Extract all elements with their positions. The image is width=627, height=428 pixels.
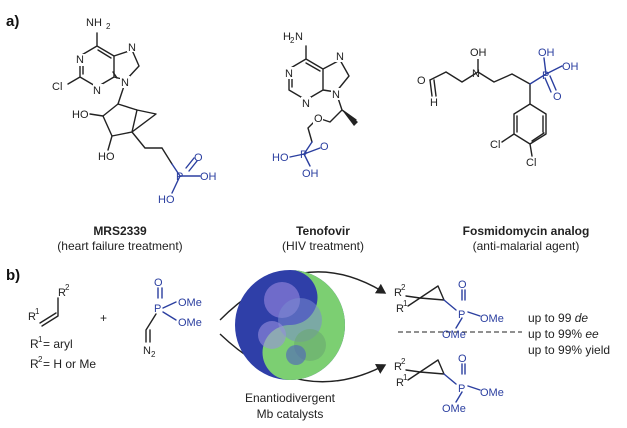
svg-text:N: N: [285, 68, 293, 80]
structure-tenofovir: H 2 N N N N N O P O HO OH: [272, 29, 358, 180]
svg-text:R: R: [28, 311, 36, 323]
structure-fosmidomycin-analog: OH N O H P OH OH O Cl Cl: [417, 47, 579, 169]
svg-text:OMe: OMe: [178, 297, 202, 309]
svg-text:N: N: [143, 345, 151, 357]
svg-text:O: O: [320, 141, 329, 153]
svg-text:P: P: [458, 383, 465, 395]
enzyme-yin-yang: [235, 270, 345, 380]
svg-text:2: 2: [401, 283, 406, 292]
svg-text:OMe: OMe: [178, 317, 202, 329]
result-yield: up to 99% yield: [528, 343, 610, 357]
compound-desc-fosmidomycin: (anti-malarial agent): [473, 239, 580, 253]
svg-text:R: R: [396, 303, 404, 315]
svg-text:HO: HO: [272, 152, 289, 164]
svg-text:Cl: Cl: [490, 139, 500, 151]
r2-definition: R: [30, 357, 39, 371]
svg-text:R: R: [394, 287, 402, 299]
svg-text:N: N: [332, 89, 340, 101]
svg-text:OMe: OMe: [442, 403, 466, 415]
svg-text:N: N: [121, 77, 129, 89]
r1-definition: R: [30, 337, 39, 351]
svg-text:HO: HO: [98, 151, 115, 163]
svg-text:N: N: [93, 85, 101, 97]
svg-text:2: 2: [290, 36, 295, 45]
svg-text:1: 1: [38, 335, 43, 344]
svg-text:1: 1: [403, 299, 408, 308]
svg-text:= H or Me: = H or Me: [43, 357, 96, 371]
svg-text:Cl: Cl: [526, 157, 536, 169]
svg-text:2: 2: [38, 355, 43, 364]
arrow-bottom: [219, 333, 387, 383]
svg-text:P: P: [176, 171, 183, 183]
svg-text:2: 2: [106, 22, 111, 31]
svg-text:H: H: [430, 97, 438, 109]
structure-product-2: R 2 R 1 P O OMe OMe: [394, 353, 504, 415]
svg-text:2: 2: [151, 350, 156, 359]
svg-text:1: 1: [35, 307, 40, 316]
svg-text:R: R: [58, 287, 66, 299]
svg-text:O: O: [553, 91, 562, 103]
svg-text:OH: OH: [470, 47, 487, 59]
structure-alkene: R 2 R 1: [28, 283, 70, 327]
svg-text:2: 2: [401, 357, 406, 366]
svg-text:O: O: [154, 277, 163, 289]
svg-text:P: P: [300, 149, 307, 161]
panel-a-label: a): [6, 13, 19, 30]
svg-text:N: N: [295, 31, 303, 43]
compound-desc-tenofovir: (HIV treatment): [282, 239, 364, 253]
atom-nh2: NH: [86, 17, 102, 29]
svg-text:O: O: [314, 113, 323, 125]
svg-text:2: 2: [65, 283, 70, 292]
svg-text:N: N: [302, 98, 310, 110]
svg-text:O: O: [458, 279, 467, 291]
compound-name-mrs2339: MRS2339: [93, 224, 147, 238]
atom-cl: Cl: [52, 81, 62, 93]
svg-text:R: R: [394, 361, 402, 373]
svg-text:N: N: [336, 51, 344, 63]
structure-mrs2339: NH 2 N N N N Cl HO HO P O OH HO: [52, 14, 217, 206]
result-de: up to 99 de: [528, 311, 588, 325]
svg-text:OMe: OMe: [442, 329, 466, 341]
svg-text:HO: HO: [158, 194, 175, 206]
svg-text:P: P: [154, 303, 161, 315]
result-ee: up to 99% ee: [528, 327, 599, 341]
svg-text:1: 1: [403, 373, 408, 382]
svg-text:OH: OH: [538, 47, 555, 59]
structure-product-1: R 2 R 1 P O OMe OMe: [394, 279, 504, 341]
svg-text:O: O: [458, 353, 467, 365]
compound-name-tenofovir: Tenofovir: [296, 224, 350, 238]
compound-name-fosmidomycin: Fosmidomycin analog: [463, 224, 590, 238]
compound-desc-mrs2339: (heart failure treatment): [57, 239, 182, 253]
catalyst-label-line1: Enantiodivergent: [245, 391, 336, 405]
structure-diazo-phosphonate: O P OMe OMe N 2: [143, 277, 202, 359]
svg-text:OH: OH: [200, 171, 217, 183]
svg-text:P: P: [542, 70, 549, 82]
svg-text:R: R: [396, 377, 404, 389]
svg-text:H: H: [283, 31, 291, 43]
svg-text:P: P: [458, 309, 465, 321]
svg-text:O: O: [417, 75, 426, 87]
svg-text:N: N: [128, 42, 136, 54]
panel-b-label: b): [6, 267, 20, 284]
plus-sign: +: [100, 311, 107, 325]
svg-text:OH: OH: [302, 168, 319, 180]
svg-text:N: N: [76, 54, 84, 66]
catalyst-label-line2: Mb catalysts: [257, 407, 324, 421]
svg-text:OH: OH: [562, 61, 579, 73]
svg-text:OMe: OMe: [480, 387, 504, 399]
svg-text:O: O: [194, 152, 203, 164]
svg-text:OMe: OMe: [480, 313, 504, 325]
svg-text:= aryl: = aryl: [43, 337, 73, 351]
svg-text:HO: HO: [72, 109, 89, 121]
svg-text:N: N: [472, 68, 480, 80]
